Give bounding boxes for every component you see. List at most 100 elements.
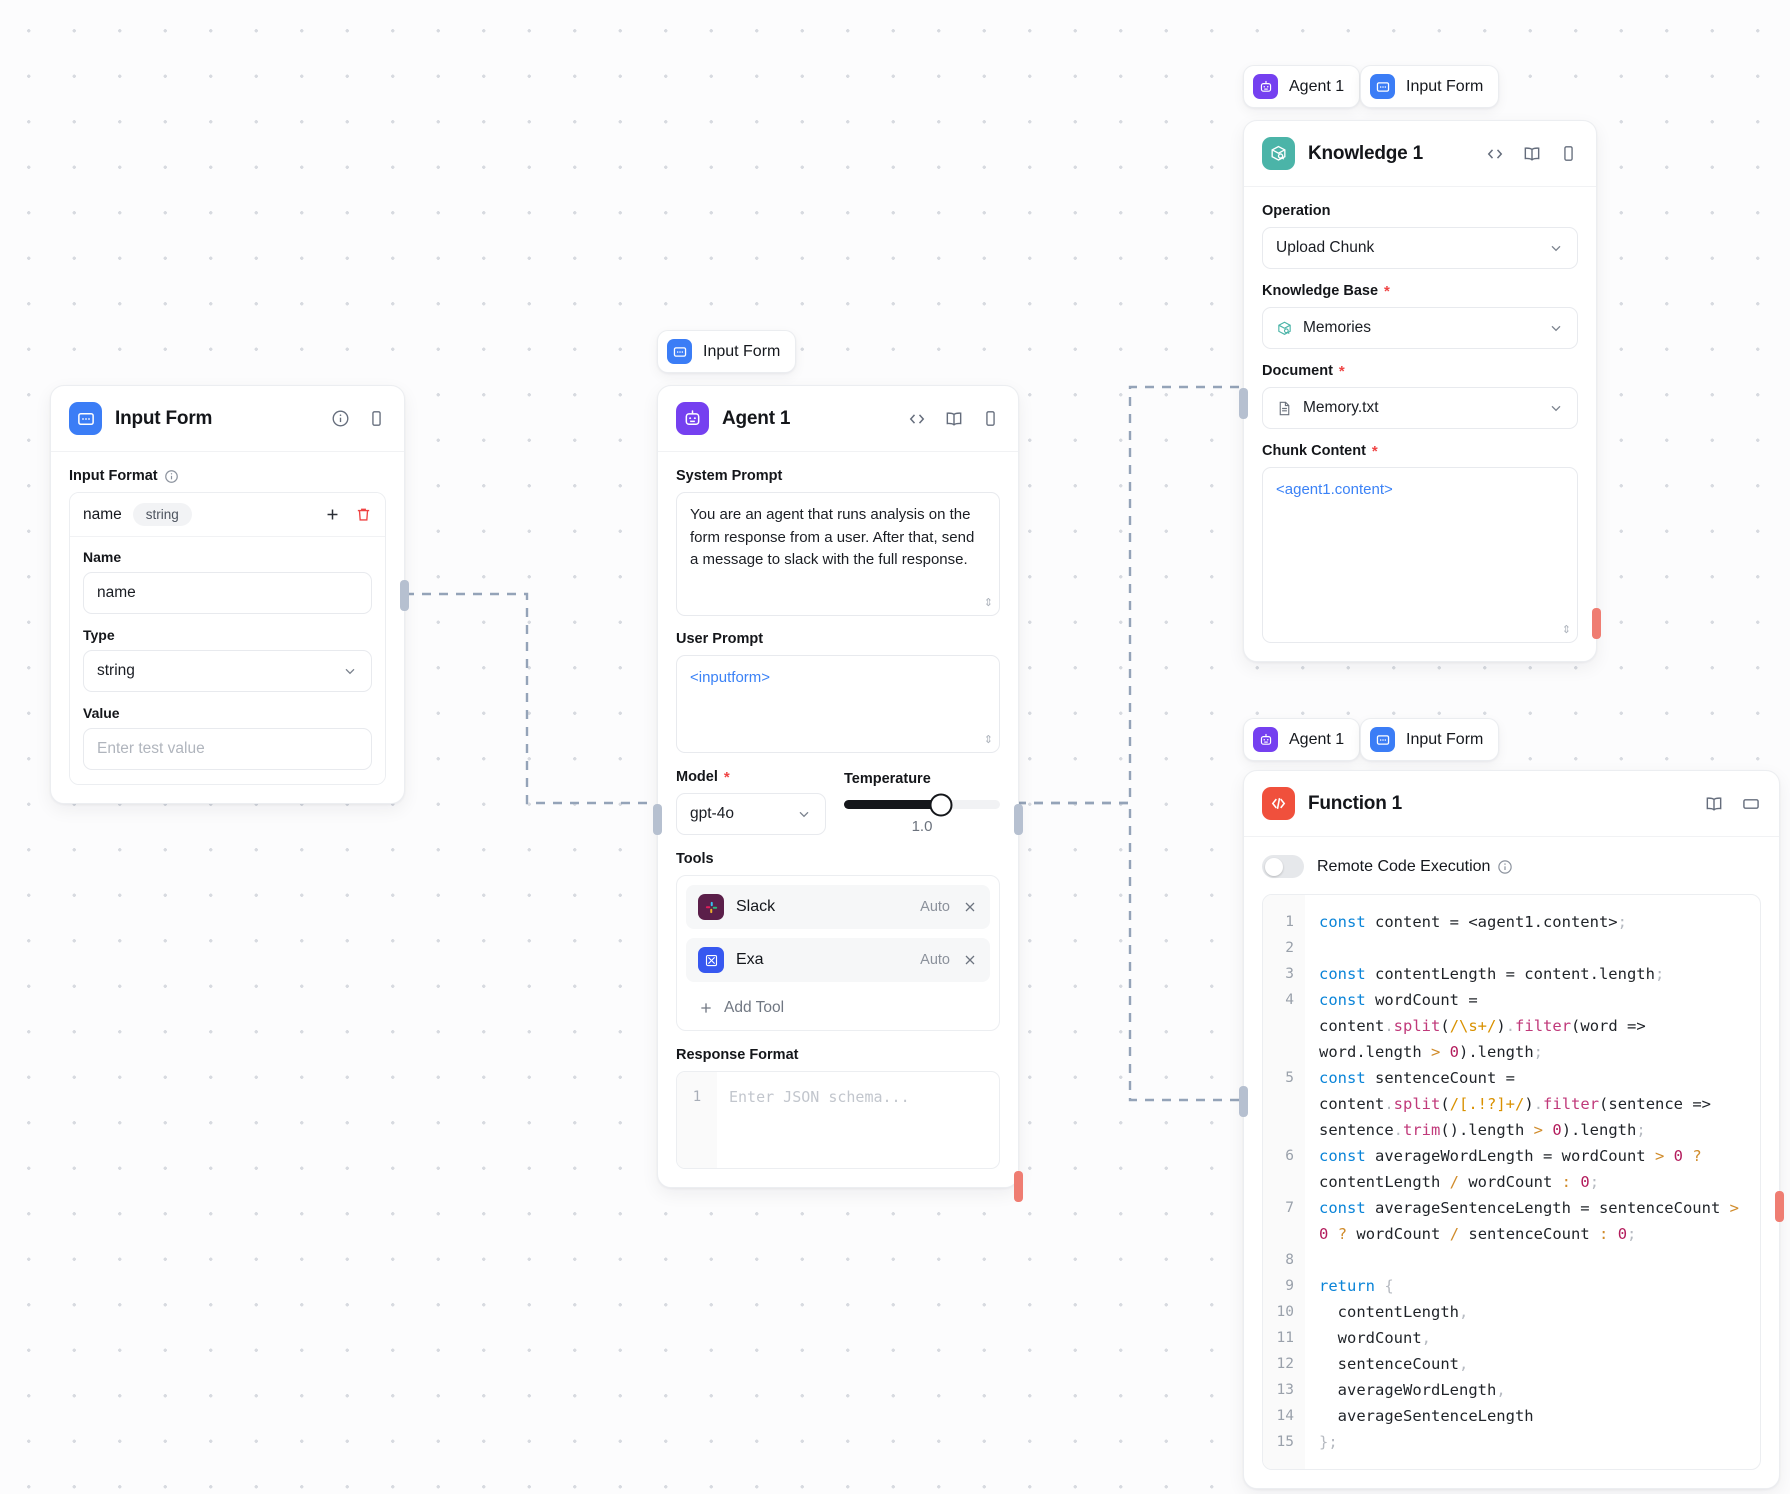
node-knowledge-1[interactable]: Knowledge 1 Operation Upload Chunk [1239,120,1601,662]
slider-fill [844,800,941,809]
robot-icon [1253,727,1278,752]
knowledge-base-label: Knowledge Base * [1262,282,1390,300]
node-input-form[interactable]: Input Form Input Format [50,385,409,804]
function-chip-agent-1[interactable]: Agent 1 [1243,718,1361,761]
format-row[interactable]: name string [70,493,385,537]
exa-icon [698,947,724,973]
required-star: * [1384,282,1390,300]
info-icon[interactable] [1497,859,1513,875]
model-select[interactable]: gpt-4o [676,793,826,835]
tools-list: Slack Auto Exa Auto [676,875,1000,1031]
user-prompt-label: User Prompt [676,631,764,647]
knowledge-input-handle[interactable] [1239,388,1248,419]
system-prompt-textarea[interactable]: You are an agent that runs analysis on t… [676,492,1000,616]
function-input-handle[interactable] [1239,1086,1248,1117]
knowledge-box-icon [1262,137,1295,170]
window-icon[interactable] [1741,794,1761,814]
info-icon[interactable] [331,409,350,428]
knowledge-chip-agent-1[interactable]: Agent 1 [1243,65,1361,108]
resize-handle-icon[interactable]: ⇕ [1561,623,1571,636]
chevron-down-icon [1548,320,1564,336]
document-select[interactable]: Memory.txt [1262,387,1578,429]
json-schema-placeholder: Enter JSON schema... [729,1088,910,1106]
resize-handle-icon[interactable]: ⇕ [983,596,993,609]
code-icon[interactable] [1485,144,1505,164]
response-format-editor[interactable]: 1 Enter JSON schema... [676,1071,1000,1169]
plus-icon [698,1000,714,1016]
book-icon[interactable] [944,409,964,429]
agent-output-handle[interactable] [1014,804,1023,835]
chip-label: Agent 1 [1289,77,1345,95]
user-prompt-textarea[interactable]: <inputform> ⇕ [676,655,1000,753]
knowledge-chip-input-form[interactable]: Input Form [1360,65,1500,108]
function-output-handle[interactable] [1775,1191,1784,1222]
tool-mode[interactable]: Auto [920,899,950,915]
value-label: Value [83,705,120,721]
close-icon[interactable] [962,952,978,968]
document-label: Document * [1262,362,1345,380]
knowledge-base-select[interactable]: Memories [1262,307,1578,349]
agent-chip-input-form[interactable]: Input Form [657,330,797,373]
slider-knob[interactable] [929,793,953,816]
name-label: Name [83,549,122,565]
toggle-knob [1264,857,1283,876]
add-field-icon[interactable] [324,506,341,523]
knowledge-output-handle[interactable] [1592,608,1601,639]
chip-label: Agent 1 [1289,730,1345,748]
close-icon[interactable] [962,899,978,915]
add-tool-button[interactable]: Add Tool [686,991,990,1021]
model-label: Model * [676,768,730,786]
input-form-body: Input Format name string [51,452,404,803]
name-input[interactable]: name [83,572,372,614]
delete-field-icon[interactable] [355,506,372,523]
panel-icon[interactable] [1559,144,1578,163]
format-fields: Name name Type string Value Enter test v… [70,537,385,784]
format-key: name [83,505,122,523]
temperature-slider[interactable] [844,793,1000,816]
value-input[interactable]: Enter test value [83,728,372,770]
function-source-code[interactable]: const content = <agent1.content>; const … [1319,913,1739,1451]
code-icon[interactable] [907,409,927,429]
code-brackets-icon [1262,787,1295,820]
response-format-label: Response Format [676,1047,799,1063]
value-placeholder: Enter test value [97,740,205,757]
input-form-output-handle[interactable] [400,580,409,611]
chunk-content-textarea[interactable]: <agent1.content> ⇕ [1262,467,1578,643]
node-agent-1[interactable]: Agent 1 System Prompt You are an agent t… [653,385,1023,1202]
input-form-header[interactable]: Input Form [51,386,404,452]
agent-error-handle[interactable] [1014,1171,1023,1202]
input-form-icon [1370,727,1395,752]
book-icon[interactable] [1704,794,1724,814]
info-icon[interactable] [164,469,179,484]
operation-select[interactable]: Upload Chunk [1262,227,1578,269]
chevron-down-icon [1548,240,1564,256]
resize-handle-icon[interactable]: ⇕ [983,733,993,746]
knowledge-box-icon [1276,320,1293,337]
robot-icon [1253,74,1278,99]
type-select[interactable]: string [83,650,372,692]
remote-code-execution-label: Remote Code Execution [1317,858,1513,876]
robot-icon [676,402,709,435]
type-label: Type [83,627,115,643]
agent-input-handle[interactable] [653,804,662,835]
tool-row[interactable]: Exa Auto [686,938,990,982]
system-prompt-label: System Prompt [676,468,783,484]
agent-header[interactable]: Agent 1 [658,386,1018,452]
tool-row[interactable]: Slack Auto [686,885,990,929]
book-icon[interactable] [1522,144,1542,164]
panel-icon[interactable] [367,409,386,428]
tool-mode[interactable]: Auto [920,952,950,968]
format-type-pill: string [132,503,192,526]
tools-label: Tools [676,851,714,867]
slack-icon [698,894,724,920]
panel-icon[interactable] [981,409,1000,428]
node-function-1[interactable]: Function 1 Remote Code Execution [1239,770,1784,1489]
remote-code-execution-toggle[interactable] [1262,855,1304,878]
tool-name: Slack [736,898,776,915]
knowledge-header[interactable]: Knowledge 1 [1244,121,1596,187]
function-header[interactable]: Function 1 [1244,771,1779,837]
function-chip-input-form[interactable]: Input Form [1360,718,1500,761]
